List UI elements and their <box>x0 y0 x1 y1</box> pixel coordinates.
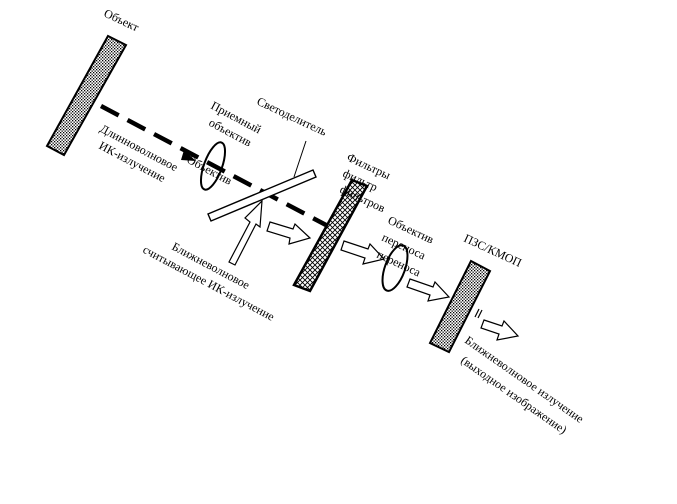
longwave-ir-arrowhead <box>181 150 196 161</box>
longwave-ir-beam <box>99 104 328 227</box>
nir-output-arrow <box>480 319 520 341</box>
beam-splitter-leader <box>293 140 307 178</box>
label-object: Объект <box>102 6 142 35</box>
nir-arrow-1 <box>266 221 312 245</box>
label-beam-splitter: Светоделитель <box>255 94 330 139</box>
output-arrow-tail-marks <box>474 308 483 319</box>
transfer-lens <box>381 244 409 292</box>
label-nir-readout-2: считывающее ИК-излучение <box>141 242 277 323</box>
object-plate <box>45 34 128 157</box>
ccd-cmos-sensor <box>428 259 492 354</box>
filter-plate <box>292 178 369 293</box>
label-receiving-lens-overlap: Объектив <box>185 152 235 188</box>
nir-readout-arrow <box>228 199 263 266</box>
receiving-lens <box>199 141 227 191</box>
nir-arrow-3 <box>406 278 451 302</box>
nir-arrow-2 <box>340 240 386 265</box>
beam-splitter <box>207 169 317 222</box>
